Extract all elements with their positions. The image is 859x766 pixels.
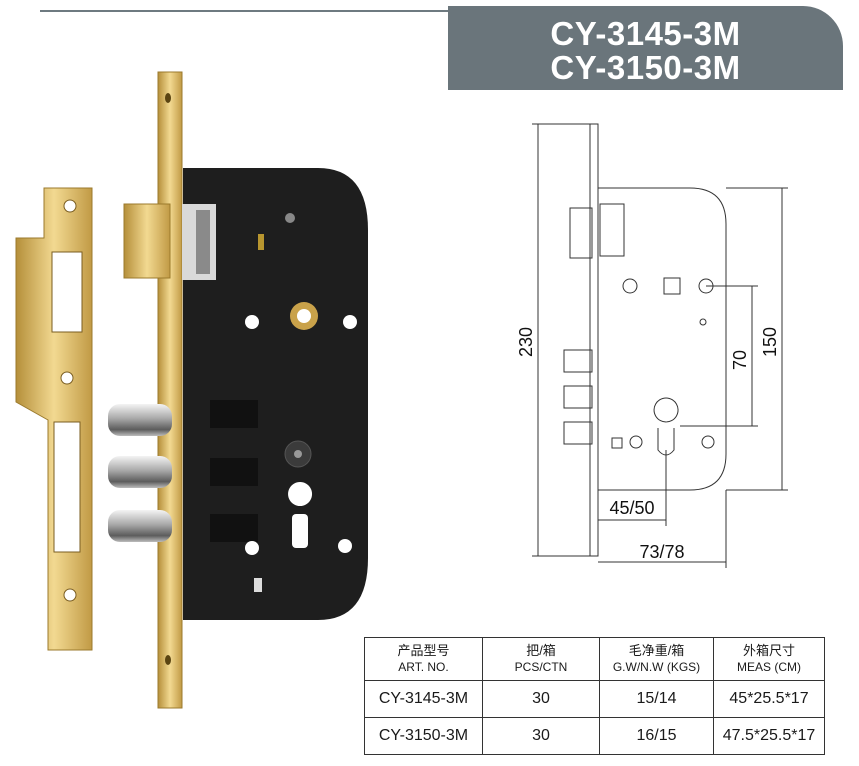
dim-230: 230 [516,327,536,357]
technical-drawing: 230 150 70 45/50 73/78 [516,123,788,568]
lock-body [182,168,368,620]
dim-45-50: 45/50 [609,498,654,518]
dead-bolts [108,404,172,542]
strike-plate [15,187,93,651]
dim-73-78: 73/78 [639,542,684,562]
table-row: CY-3145-3M 30 15/14 45*25.5*17 [364,680,825,718]
dim-70: 70 [730,350,750,370]
cell-weight: 16/15 [599,717,714,755]
dim-150: 150 [760,327,780,357]
cell-pcs: 30 [482,680,600,718]
lock-product-photo [15,71,368,709]
cell-meas: 45*25.5*17 [713,680,825,718]
cell-weight: 15/14 [599,680,714,718]
table-row: CY-3150-3M 30 16/15 47.5*25.5*17 [364,717,825,755]
cell-pcs: 30 [482,717,600,755]
face-plate [157,71,183,709]
header-rule [40,10,460,12]
latch-bolt [123,203,171,279]
cell-meas: 47.5*25.5*17 [713,717,825,755]
title-banner: CY-3145-3M CY-3150-3M [448,6,843,90]
model-title-2: CY-3150-3M [550,49,741,86]
cell-art-no: CY-3145-3M [364,680,483,718]
cell-art-no: CY-3150-3M [364,717,483,755]
model-title-1: CY-3145-3M [550,15,741,52]
